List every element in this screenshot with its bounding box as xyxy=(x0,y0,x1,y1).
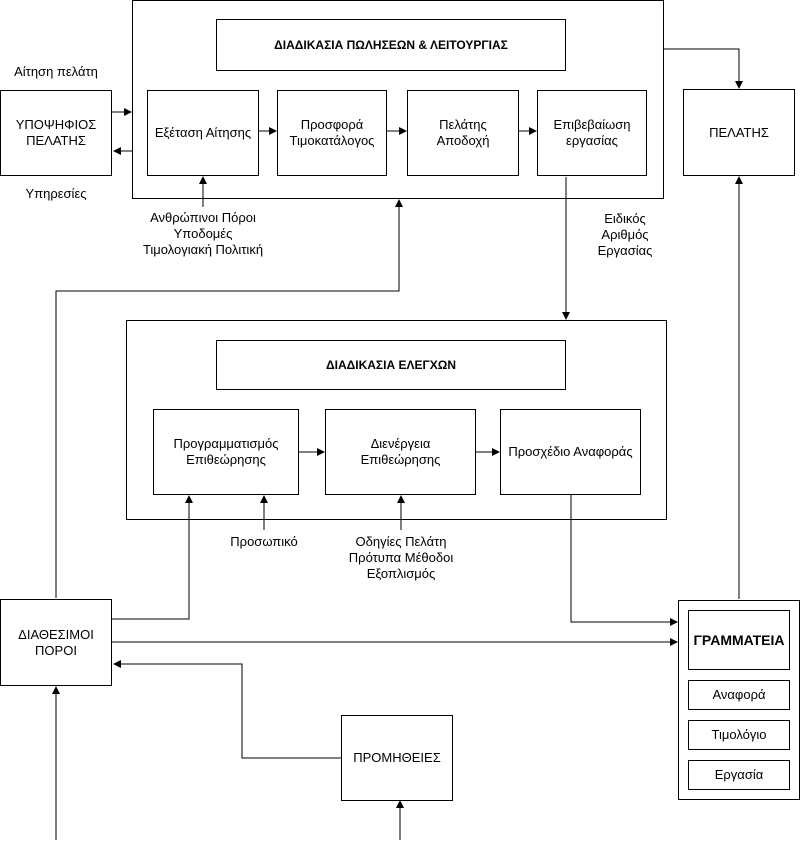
arrow-draft-secretariat xyxy=(570,495,678,626)
client-box: ΠΕΛΑΤΗΣ xyxy=(683,89,795,176)
step-offer-pricelist: Προσφορά Τιμοκατάλογος xyxy=(277,90,387,176)
secretariat-title: ΓΡΑΜΜΑΤΕΙΑ xyxy=(688,610,790,670)
sales-process-title: ΔΙΑΔΙΚΑΣΙΑ ΠΩΛΗΣΕΩΝ & ΛΕΙΤΟΥΡΓΙΑΣ xyxy=(216,19,566,71)
step-draft-report: Προσχέδιο Αναφοράς xyxy=(500,409,641,495)
client-request-label: Αίτηση πελάτη xyxy=(14,64,98,79)
sales-inputs-label: Ανθρώπινοι Πόροι Υποδομές Τιμολογιακή Πο… xyxy=(142,210,264,257)
arrow-resources-planning xyxy=(112,495,193,620)
prospective-client-box: ΥΠΟΨΗΦΙΟΣ ΠΕΛΑΤΗΣ xyxy=(0,90,112,176)
services-label: Υπηρεσίες xyxy=(25,186,87,201)
step-job-confirmation: Επιβεβαίωση εργασίας xyxy=(537,90,647,176)
staff-label: Προσωπικό xyxy=(230,534,298,549)
arrow-supplies-resources xyxy=(113,660,341,759)
inspection-process-title: ΔΙΑΔΙΚΑΣΙΑ ΕΛΕΓΧΩΝ xyxy=(216,340,566,390)
secretariat-item-report: Αναφορά xyxy=(688,680,790,710)
sales-process-frame xyxy=(132,0,664,199)
inspection-process-frame xyxy=(126,320,667,520)
step-client-acceptance: Πελάτης Αποδοχή xyxy=(407,90,519,176)
arrow-sales-client xyxy=(664,48,743,89)
supplies-box: ΠΡΟΜΗΘΕΙΕΣ xyxy=(341,715,453,801)
step-inspection-planning: Προγραμματισμός Επιθεώρησης xyxy=(153,409,299,495)
inspection-inputs-label: Οδηγίες Πελάτη Πρότυπα Μέθοδοι Εξοπλισμό… xyxy=(348,534,454,581)
secretariat-item-job: Εργασία xyxy=(688,760,790,790)
available-resources-box: ΔΙΑΘΕΣΙΜΟΙ ΠΟΡΟΙ xyxy=(0,599,112,686)
step-request-review: Εξέταση Αίτησης xyxy=(147,90,259,176)
step-inspection-execution: Διενέργεια Επιθεώρησης xyxy=(325,409,476,495)
arrow-resources-sales xyxy=(55,199,403,598)
job-number-label: Ειδικός Αριθμός Εργασίας xyxy=(597,211,653,258)
secretariat-item-invoice: Τιμολόγιο xyxy=(688,720,790,750)
